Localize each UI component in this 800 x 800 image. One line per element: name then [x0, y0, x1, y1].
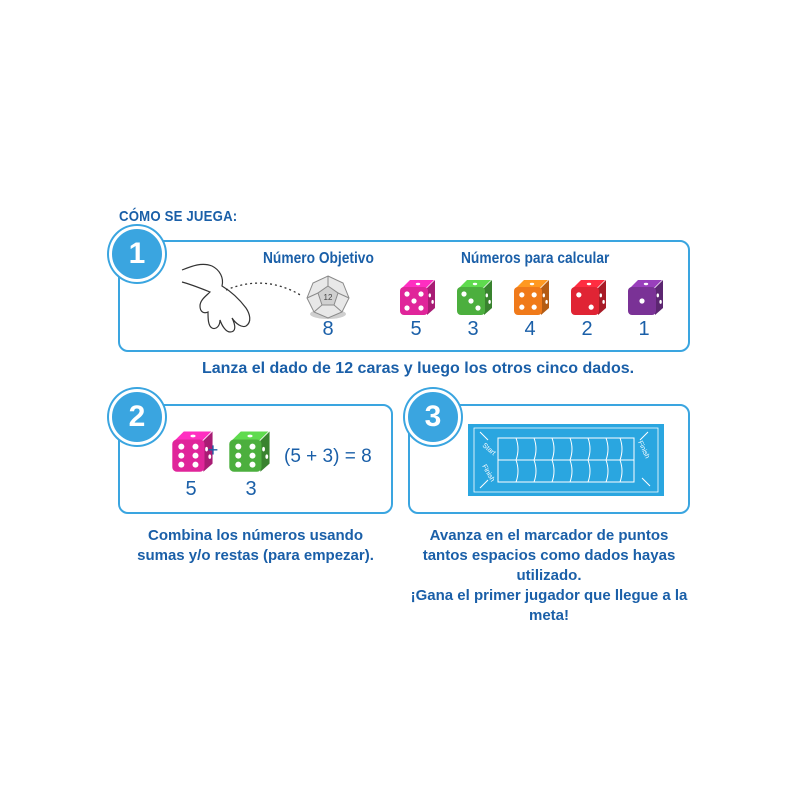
step-3-caption-line: ¡Gana el primer jugador que llegue a la …: [410, 587, 688, 624]
die-4-icon: [571, 280, 606, 315]
step-3-caption: Avanza en el marcador de puntos tantos e…: [408, 526, 690, 626]
die-3-icon: [514, 280, 549, 315]
step-2-die-a-icon: [172, 431, 213, 472]
step-3-caption-line: Avanza en el marcador de puntos: [429, 527, 669, 544]
die-2-icon: [457, 280, 492, 315]
step-2-die-b-icon: [229, 431, 270, 472]
step-1-caption: Lanza el dado de 12 caras y luego los ot…: [201, 360, 635, 377]
die-5-value: 1: [638, 318, 650, 340]
die-1-value: 5: [410, 318, 422, 340]
step-2-value-b: 3: [245, 478, 257, 500]
step-2-caption-line: sumas y/o restas (para empezar).: [137, 547, 374, 564]
step-2-caption-line: Combina los números usando: [147, 527, 364, 544]
target-value: 8: [322, 318, 334, 340]
die-3-value: 4: [524, 318, 536, 340]
d12-die-icon: 12: [306, 275, 350, 319]
die-1-icon: [400, 280, 435, 315]
step-3-badge: 3: [405, 389, 461, 445]
plus-sign: +: [207, 440, 219, 460]
step-2-value-a: 5: [185, 478, 197, 500]
step-2-badge: 2: [109, 389, 165, 445]
step-1-badge: 1: [109, 226, 165, 282]
d12-face-text: 12: [324, 293, 333, 302]
target-number-label: Número Objetivo: [263, 250, 374, 267]
score-board: Start Finish Finish: [468, 424, 664, 496]
step-2-caption: Combina los números usando sumas y/o res…: [118, 526, 393, 566]
step-3-caption-line: tantos espacios como dados hayas utiliza…: [422, 547, 676, 584]
equation: (5 + 3) = 8: [284, 446, 372, 467]
die-5-icon: [628, 280, 663, 315]
page-title: CÓMO SE JUEGA:: [119, 208, 238, 225]
die-4-value: 2: [581, 318, 593, 340]
calc-numbers-label: Números para calcular: [461, 250, 610, 267]
hand-icon: [181, 263, 303, 333]
die-2-value: 3: [467, 318, 479, 340]
